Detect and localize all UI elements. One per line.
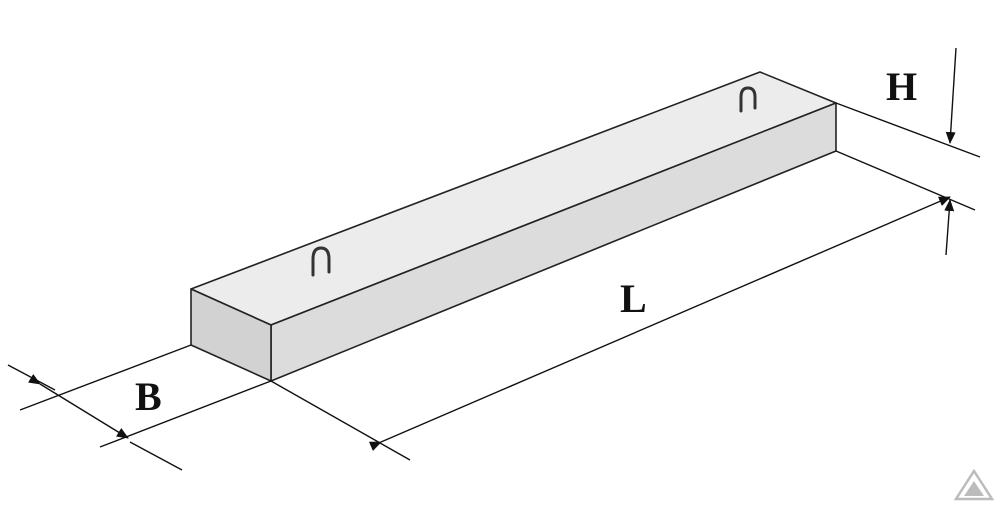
width-label: B — [135, 374, 162, 419]
extension-line-height-1 — [835, 102, 981, 158]
watermark-logo — [954, 469, 994, 501]
dimension-line-height-top — [945, 47, 957, 144]
lifting-loop-icon — [311, 86, 757, 277]
extension-line-length-1 — [270, 380, 411, 461]
dimension-tick-width-1 — [7, 364, 56, 391]
extension-line-length-2 — [835, 150, 976, 211]
dimension-tick-width-2 — [129, 441, 183, 471]
extension-line-width-1 — [19, 344, 192, 411]
dimension-line-width — [28, 373, 129, 439]
dimension-height — [835, 47, 981, 256]
dimension-line-height-bottom — [944, 199, 955, 256]
length-label: L — [620, 276, 647, 321]
height-label: H — [886, 64, 917, 109]
dimension-width — [7, 344, 272, 471]
beam — [190, 71, 837, 382]
lifting-loop-right — [739, 86, 757, 113]
dimension-line-length — [368, 196, 951, 451]
lifting-loop-left — [311, 246, 331, 277]
